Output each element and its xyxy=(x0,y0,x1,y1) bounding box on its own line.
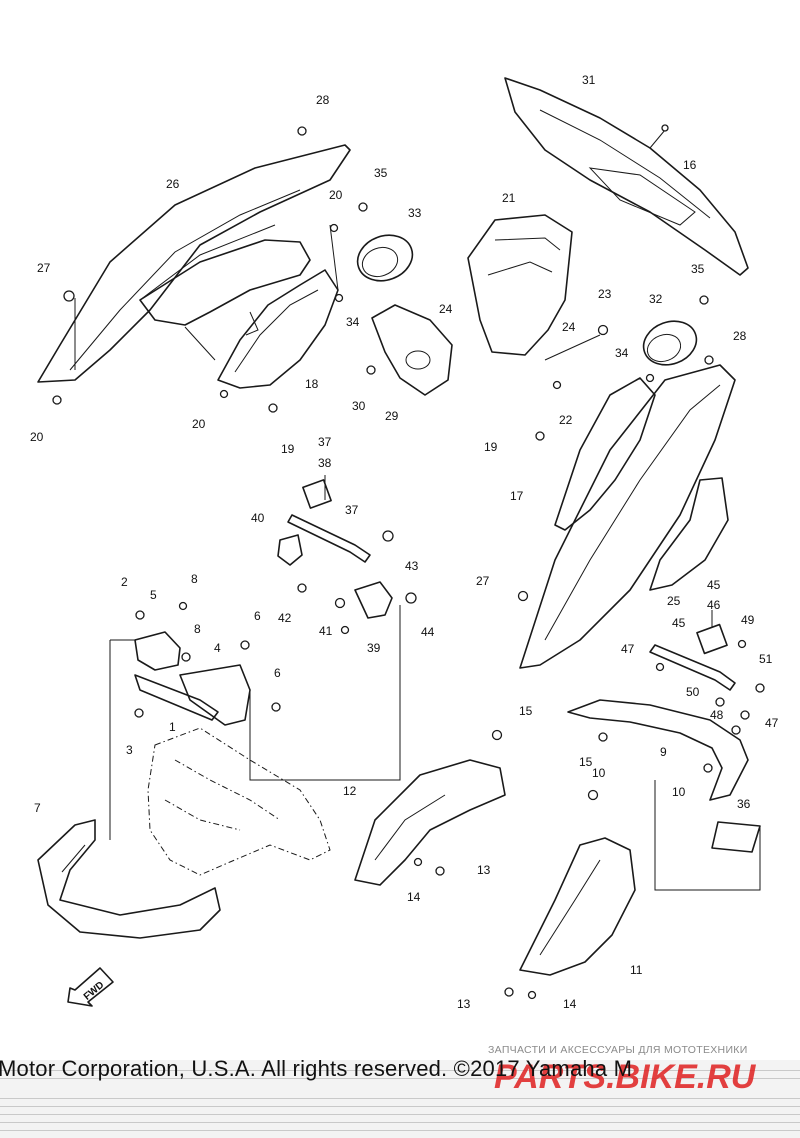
callout-35: 35 xyxy=(374,166,388,180)
callout-20: 20 xyxy=(192,417,206,431)
callout-12: 12 xyxy=(343,784,357,798)
callout-42: 42 xyxy=(278,611,292,625)
callout-23: 23 xyxy=(598,287,612,301)
callout-49: 49 xyxy=(741,613,755,627)
callout-15: 15 xyxy=(579,755,593,769)
callout-10: 10 xyxy=(592,766,606,780)
footer-band xyxy=(0,1010,800,1060)
callout-38: 38 xyxy=(318,456,332,470)
part-rod-left xyxy=(287,514,371,563)
callout-24: 24 xyxy=(562,320,576,334)
callouts: 1 2 3 4 5 6 6 7 8 8 9 10 10 11 12 13 13 … xyxy=(30,73,779,1011)
callout-4: 4 xyxy=(214,641,221,655)
frame-outline xyxy=(147,727,331,876)
callout-9: 9 xyxy=(660,745,667,759)
callout-10: 10 xyxy=(672,785,686,799)
callout-30: 30 xyxy=(352,399,366,413)
callout-36: 36 xyxy=(737,797,751,811)
callout-7: 7 xyxy=(34,801,41,815)
footer: ЗАПЧАСТИ И АКСЕССУАРЫ ДЛЯ МОТОТЕХНИКИ PA… xyxy=(0,1010,800,1138)
callout-8: 8 xyxy=(191,572,198,586)
callout-34: 34 xyxy=(615,346,629,360)
callout-20: 20 xyxy=(329,188,343,202)
callout-50: 50 xyxy=(686,685,700,699)
callout-34: 34 xyxy=(346,315,360,329)
part-center-housing xyxy=(467,214,573,356)
part-stay-1 xyxy=(134,674,219,721)
callout-6: 6 xyxy=(254,609,261,623)
callout-3: 3 xyxy=(126,743,133,757)
callout-11: 11 xyxy=(630,963,643,977)
callout-40: 40 xyxy=(251,511,265,525)
callout-14: 14 xyxy=(563,997,577,1011)
callout-29: 29 xyxy=(385,409,399,423)
callout-37: 37 xyxy=(318,435,332,449)
callout-41: 41 xyxy=(319,624,333,638)
part-mudguard xyxy=(354,759,506,886)
callout-27: 27 xyxy=(476,574,490,588)
part-inner-panel xyxy=(139,239,311,326)
callout-44: 44 xyxy=(421,625,435,639)
callout-48: 48 xyxy=(710,708,724,722)
callout-25: 25 xyxy=(667,594,681,608)
watermark-logo-icon: PARTS.BIKE.RU xyxy=(494,1058,757,1096)
part-lamp-ring-left xyxy=(356,234,414,282)
part-rod-right xyxy=(649,644,736,691)
callout-32: 32 xyxy=(649,292,663,306)
callout-6: 6 xyxy=(274,666,281,680)
callout-24: 24 xyxy=(439,302,453,316)
watermark-tagline: ЗАПЧАСТИ И АКСЕССУАРЫ ДЛЯ МОТОТЕХНИКИ xyxy=(488,1044,748,1056)
callout-20: 20 xyxy=(30,430,44,444)
part-right-side-cover xyxy=(519,364,736,669)
callout-17: 17 xyxy=(510,489,524,503)
callout-28: 28 xyxy=(316,93,330,107)
part-handlebar xyxy=(567,699,749,801)
callout-35: 35 xyxy=(691,262,705,276)
callout-5: 5 xyxy=(150,588,157,602)
callout-28: 28 xyxy=(733,329,747,343)
copyright-text: Motor Corporation, U.S.A. All rights res… xyxy=(0,1056,633,1081)
callout-47: 47 xyxy=(765,716,779,730)
callout-46: 46 xyxy=(707,598,721,612)
part-front-fender xyxy=(519,837,636,976)
callout-18: 18 xyxy=(305,377,319,391)
callout-43: 43 xyxy=(405,559,419,573)
callout-33: 33 xyxy=(408,206,422,220)
forward-arrow-icon: FWD xyxy=(67,967,114,1007)
callout-13: 13 xyxy=(457,997,471,1011)
callout-31: 31 xyxy=(582,73,596,87)
part-lamp-ring-right xyxy=(642,320,698,366)
callout-14: 14 xyxy=(407,890,421,904)
watermark-brand: PARTS.BIKE.RU xyxy=(494,1058,757,1096)
part-front-cowl xyxy=(37,819,221,939)
part-left-side-cover xyxy=(37,144,351,383)
part-bracket-5 xyxy=(134,631,181,671)
callout-45: 45 xyxy=(707,578,721,592)
callout-22: 22 xyxy=(559,413,573,427)
callout-16: 16 xyxy=(683,158,697,172)
part-top-panel xyxy=(504,77,749,276)
callout-1: 1 xyxy=(169,720,176,734)
callout-51: 51 xyxy=(759,652,773,666)
part-bracket-4 xyxy=(179,664,251,726)
callout-15: 15 xyxy=(519,704,533,718)
callout-19: 19 xyxy=(281,442,295,456)
callout-19: 19 xyxy=(484,440,498,454)
part-label-plate xyxy=(711,821,761,853)
part-inner-cover-right xyxy=(554,377,656,531)
callout-27: 27 xyxy=(37,261,51,275)
callout-8: 8 xyxy=(194,622,201,636)
callout-26: 26 xyxy=(166,177,180,191)
part-bracket xyxy=(371,304,453,396)
callout-45: 45 xyxy=(672,616,686,630)
callout-47: 47 xyxy=(621,642,635,656)
callout-2: 2 xyxy=(121,575,128,589)
callout-39: 39 xyxy=(367,641,381,655)
callout-13: 13 xyxy=(477,863,491,877)
callout-21: 21 xyxy=(502,191,516,205)
callout-37: 37 xyxy=(345,503,359,517)
